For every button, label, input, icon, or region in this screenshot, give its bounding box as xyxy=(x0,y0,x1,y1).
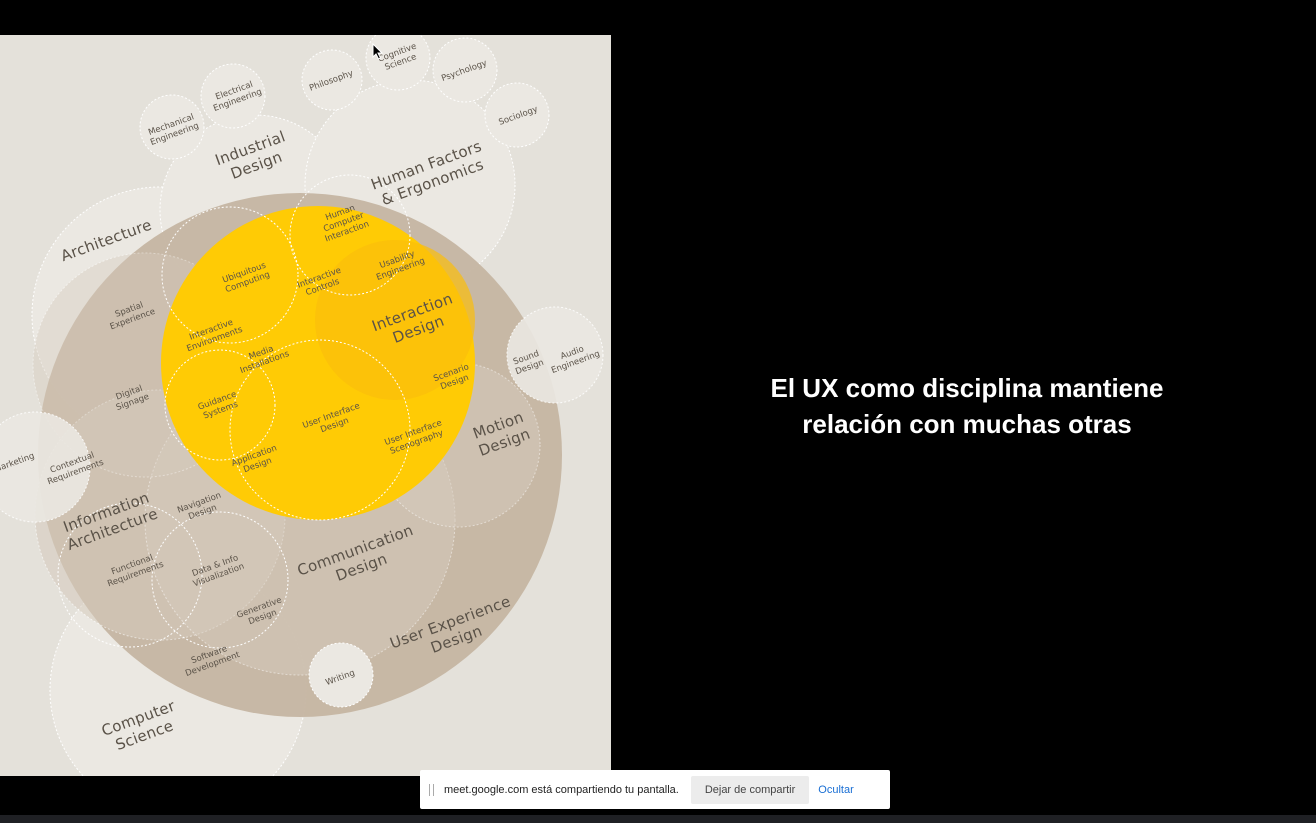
stop-sharing-button[interactable]: Dejar de compartir xyxy=(690,775,810,804)
hci-circle xyxy=(289,174,411,296)
diagram-svg: User Experience Design Architecture Indu… xyxy=(0,35,604,776)
ubiquitous-circle xyxy=(161,206,299,344)
sociology-circle xyxy=(484,82,550,148)
sound-audio-circle xyxy=(506,306,604,404)
ux-disciplines-diagram: User Experience Design Architecture Indu… xyxy=(0,35,611,776)
caption-line-1: El UX como disciplina mantiene xyxy=(770,373,1164,403)
guidance-circle xyxy=(164,349,276,461)
functional-circle xyxy=(57,502,203,648)
ui-design-circle xyxy=(229,339,411,521)
data-viz-circle xyxy=(151,511,289,649)
share-message: meet.google.com está compartiendo tu pan… xyxy=(444,783,679,796)
screen-share-bar: meet.google.com está compartiendo tu pan… xyxy=(420,770,890,809)
mechanical-engineering-circle xyxy=(139,94,205,160)
caption-line-2: relación con muchas otras xyxy=(802,409,1132,439)
philosophy-circle xyxy=(301,49,363,111)
writing-circle xyxy=(308,642,374,708)
cognitive-science-circle xyxy=(365,35,431,91)
electrical-engineering-circle xyxy=(200,63,266,129)
marketing-circle xyxy=(0,411,91,523)
mouse-cursor-icon xyxy=(372,43,384,60)
interaction-design-circle xyxy=(315,240,475,400)
psychology-circle xyxy=(432,37,498,103)
bottom-toolbar-strip xyxy=(0,815,1316,823)
drag-handle-icon[interactable] xyxy=(429,783,434,796)
hide-button[interactable]: Ocultar xyxy=(818,783,854,796)
slide-caption: El UX como disciplina mantiene relación … xyxy=(712,370,1222,442)
